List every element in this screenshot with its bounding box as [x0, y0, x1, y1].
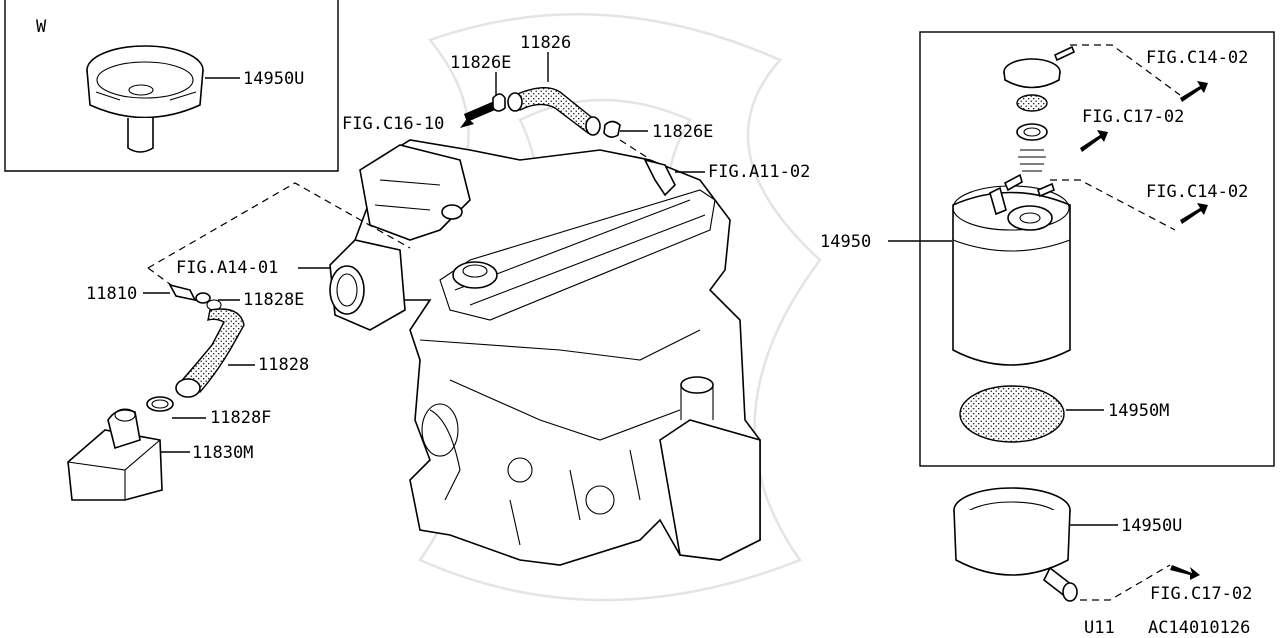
label-11826e-top: 11826E	[450, 53, 511, 73]
label-11828e: 11828E	[243, 290, 304, 310]
arrow-fig-c17-02-bottom	[1170, 565, 1200, 580]
hose-11826	[492, 87, 676, 197]
label-fig-c17-02-bottom: FIG.C17-02	[1150, 584, 1252, 604]
label-11828f: 11828F	[210, 408, 271, 428]
label-fig-c16-10: FIG.C16-10	[342, 114, 444, 134]
label-fig-c17-02: FIG.C17-02	[1082, 107, 1184, 127]
tank-11830m	[67, 408, 163, 501]
label-fig-a14-01: FIG.A14-01	[176, 258, 278, 278]
pcv-hose-assembly	[146, 283, 245, 412]
nipple-11810	[168, 283, 197, 302]
code-ref: AC14010126	[1148, 618, 1250, 638]
cap-14950u-w	[86, 45, 204, 153]
dashed-leaders	[147, 44, 1181, 601]
label-fig-a11-02: FIG.A11-02	[708, 162, 810, 182]
label-14950u-w: 14950U	[243, 69, 304, 89]
arrow-fig-c14-02-top	[1180, 81, 1208, 102]
clamp-11826e-right	[603, 120, 621, 138]
label-fig-c14-02-mid: FIG.C14-02	[1146, 182, 1248, 202]
filter-14950m	[959, 385, 1065, 443]
inset-letter: W	[36, 17, 47, 37]
label-14950m: 14950M	[1108, 401, 1169, 421]
label-14950: 14950	[820, 232, 871, 252]
label-11828: 11828	[258, 355, 309, 375]
pipe-a11-02	[643, 158, 676, 197]
code-model: U11	[1084, 618, 1115, 638]
engine-block	[329, 139, 761, 566]
label-fig-c14-02-top: FIG.C14-02	[1146, 48, 1248, 68]
arrow-fig-c17-02	[1080, 130, 1108, 152]
cap-14950u	[953, 487, 1118, 602]
clamp-11826e-top	[492, 93, 506, 112]
arrow-fig-c16-10	[460, 110, 490, 128]
label-11830m: 11830M	[192, 443, 253, 463]
canister-14950	[952, 45, 1076, 366]
label-14950u: 14950U	[1121, 516, 1182, 536]
clamp-11828f	[146, 396, 174, 412]
leader-lines	[143, 52, 705, 453]
label-11826: 11826	[520, 33, 571, 53]
inset-w: W 14950U	[4, 0, 339, 172]
canister-box	[888, 31, 1275, 467]
label-11810: 11810	[86, 284, 137, 304]
arrow-fig-c14-02-mid	[1180, 203, 1208, 224]
label-11826e-right: 11826E	[652, 122, 713, 142]
clamp-11828e	[195, 292, 211, 304]
arrows	[460, 81, 1208, 580]
